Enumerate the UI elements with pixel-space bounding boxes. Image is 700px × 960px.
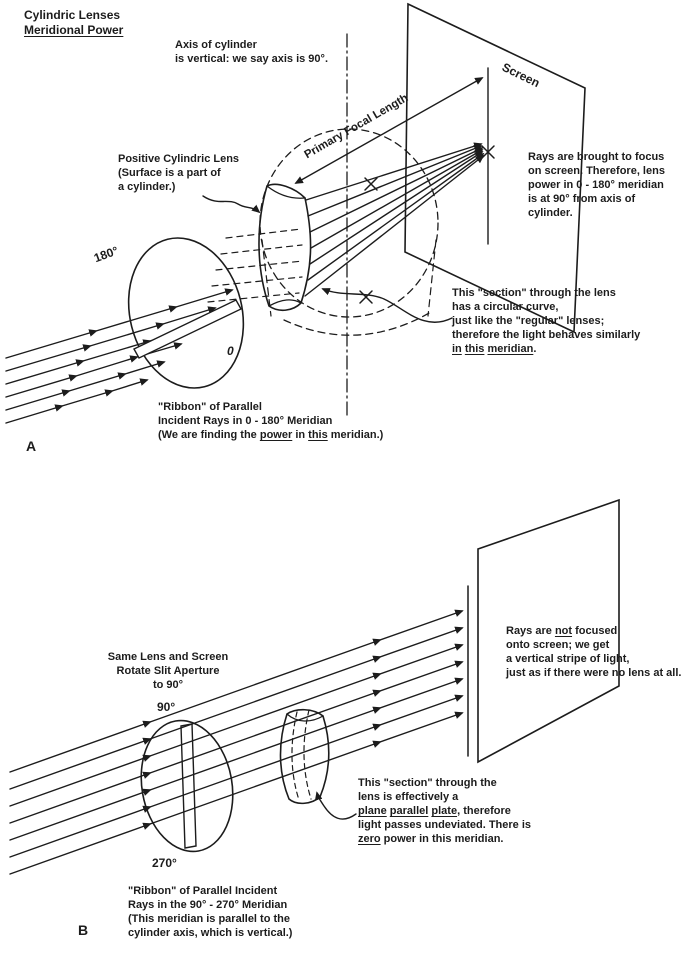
- focus-caption: Rays are brought to focus on screen. The…: [528, 151, 665, 220]
- incident-rays-a: [5, 288, 234, 424]
- x-marks-a: [359, 145, 495, 304]
- lens-caption: Positive Cylindric Lens (Surface is a pa…: [118, 153, 240, 194]
- ribbon-caption-b: "Ribbon" of Parallel Incident Rays in th…: [128, 885, 293, 940]
- slit-a: [133, 299, 242, 359]
- hidden-rays-a: [207, 228, 304, 303]
- axis-note: Axis of cylinder is vertical: we say axi…: [175, 39, 329, 66]
- incident-rays-b: [9, 609, 464, 875]
- meridian-90-label: 90°: [157, 700, 176, 714]
- screen-b: [477, 498, 620, 764]
- setup-caption-b: Same Lens and Screen Rotate Slit Apertur…: [107, 651, 229, 692]
- section-caption-arrow-a: [321, 288, 453, 323]
- cylindric-lens-a: [258, 183, 312, 312]
- section-caption-arrow-b: [314, 791, 357, 820]
- figure-a-art: [5, 2, 586, 424]
- meridian-0-label: 0: [227, 344, 234, 358]
- section-caption-a: This "section" through the lens has a ci…: [452, 287, 641, 356]
- ribbon-caption-a: "Ribbon" of Parallel Incident Rays in 0 …: [158, 401, 384, 442]
- converging-rays-a: [304, 142, 485, 297]
- lens-caption-arrow: [202, 195, 261, 214]
- focal-length-arrow: [294, 77, 484, 184]
- cylinder-dashed-outline: [259, 128, 439, 336]
- screen-caption-b: Rays are not focused onto screen; we get…: [506, 625, 682, 680]
- section-caption-b: This "section" through the lens is effec…: [358, 777, 531, 846]
- figure-title-line1: Cylindric Lenses: [24, 8, 121, 22]
- meridian-270-label: 270°: [152, 856, 177, 870]
- panel-label-a: A: [26, 438, 37, 454]
- figure-title-line2: Meridional Power: [24, 23, 124, 37]
- panel-label-b: B: [78, 922, 89, 938]
- figure-b-art: [9, 498, 620, 875]
